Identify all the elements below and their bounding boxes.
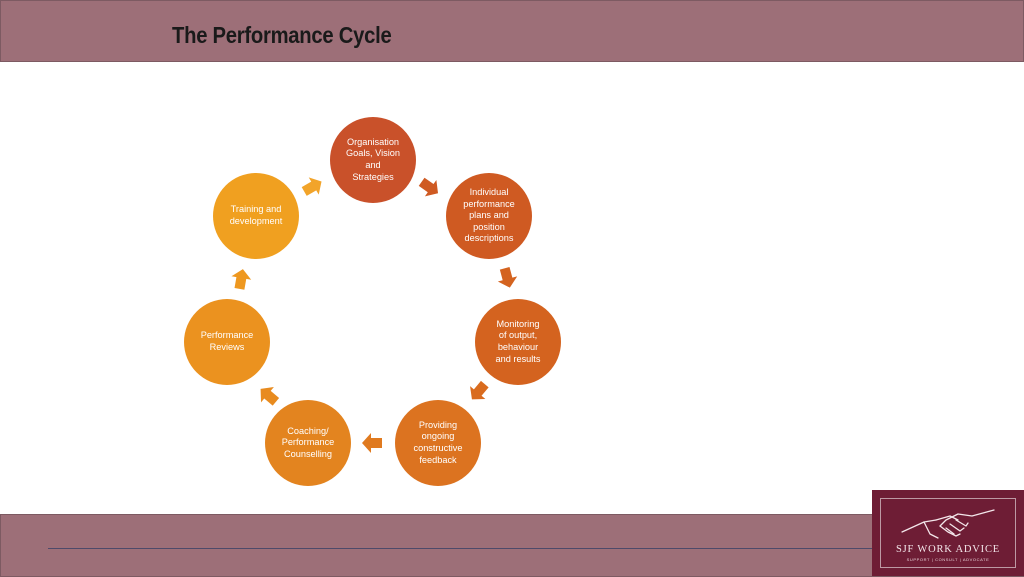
- node-organisation-goals: Organisation Goals, Vision and Strategie…: [330, 117, 416, 203]
- page-title: The Performance Cycle: [172, 22, 392, 48]
- logo-tagline: SUPPORT | CONSULT | ADVOCATE: [906, 557, 990, 562]
- footer-bar: [0, 514, 1024, 577]
- node-individual-plans: Individual performance plans and positio…: [446, 173, 532, 259]
- node-monitoring: Monitoring of output, behaviour and resu…: [475, 299, 561, 385]
- node-coaching: Coaching/ Performance Counselling: [265, 400, 351, 486]
- arrow-icon: [301, 177, 322, 196]
- node-training: Training and development: [213, 173, 299, 259]
- arrow-icon: [260, 387, 280, 406]
- logo-name: SJF WORK ADVICE: [896, 544, 1000, 555]
- logo-frame: [880, 498, 1016, 568]
- company-logo: SJF WORK ADVICE SUPPORT | CONSULT | ADVO…: [872, 490, 1024, 576]
- node-feedback: Providing ongoing constructive feedback: [395, 400, 481, 486]
- arrow-icon: [470, 380, 489, 400]
- handshake-icon: [901, 509, 995, 539]
- arrow-icon: [362, 433, 382, 453]
- arrow-icon: [231, 269, 252, 290]
- arrow-icon: [497, 267, 518, 288]
- node-performance-reviews: Performance Reviews: [184, 299, 270, 385]
- header-bar: [0, 0, 1024, 62]
- arrow-icon: [418, 177, 439, 197]
- footer-divider: [48, 548, 874, 549]
